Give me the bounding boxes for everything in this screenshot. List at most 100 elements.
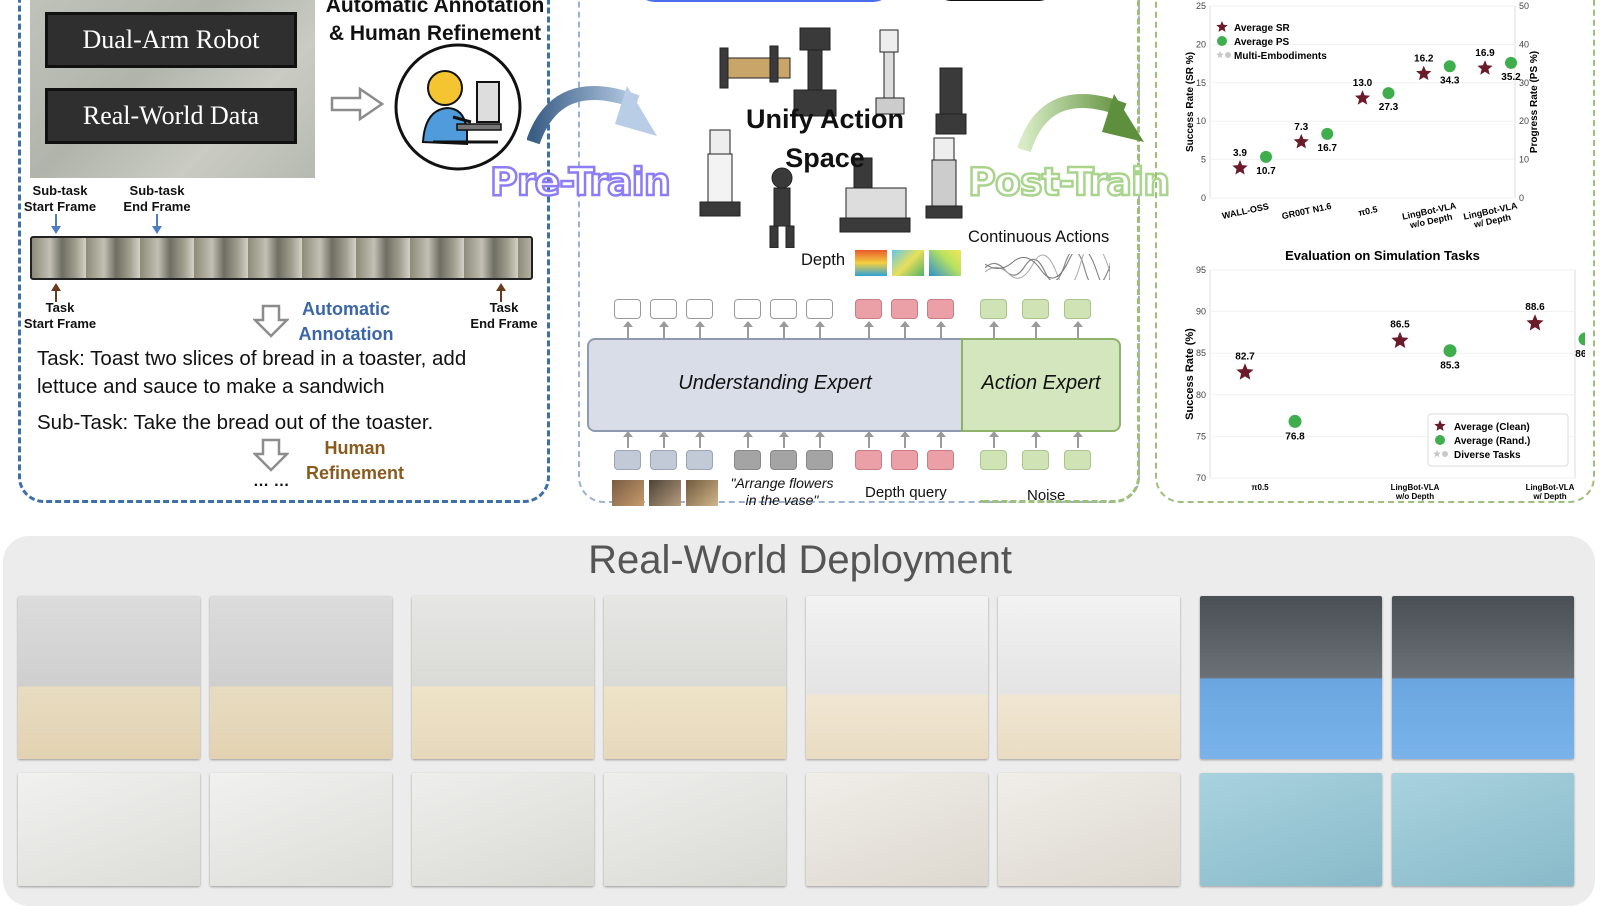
sr-star-marker	[1354, 90, 1371, 105]
deployment-photo	[1200, 596, 1382, 759]
legend-rand-marker	[1435, 435, 1445, 445]
sr-data-label: 13.0	[1353, 78, 1373, 89]
clean-star-marker	[1391, 331, 1409, 348]
ellipsis: … …	[253, 473, 290, 490]
x-tick-label: π0.5	[1357, 204, 1378, 218]
clean-data-label: 88.6	[1525, 302, 1545, 313]
logo-partial	[635, 0, 1095, 2]
y2-tick-label: 50	[1519, 1, 1529, 11]
ps-circle-marker	[1321, 127, 1334, 140]
legend-clean-label: Average (Clean)	[1454, 422, 1530, 433]
y-axis-label: Success Rate (SR %)	[1185, 52, 1196, 152]
subtask-description: Sub-Task: Take the bread out of the toas…	[37, 411, 434, 434]
legend-clean-marker	[1434, 420, 1446, 431]
right-arrow-icon	[330, 86, 385, 122]
human-annotator-icon	[394, 43, 522, 171]
depth-query-label: Depth query	[865, 484, 947, 501]
input-image-thumbnails	[612, 480, 720, 506]
deployment-photo	[1392, 596, 1574, 759]
y-tick-label: 20	[1196, 39, 1206, 49]
ps-data-label: 16.7	[1318, 143, 1338, 154]
down-arrow-icon-2	[253, 438, 289, 472]
deployment-photo	[1392, 773, 1574, 886]
x-tick-label: LingBot-VLAw/ Depth	[1462, 200, 1520, 231]
ps-data-label: 34.3	[1440, 75, 1460, 86]
clean-star-marker	[1236, 363, 1254, 380]
real-world-data-label: Real-World Data	[82, 101, 260, 130]
legend-diverse-label: Diverse Tasks	[1454, 450, 1521, 461]
annotation-title: Automatic Annotation & Human Refinement	[320, 0, 550, 48]
pretrain-curved-arrow	[527, 86, 657, 145]
deployment-photo	[1200, 773, 1382, 886]
y-tick-label: 80	[1196, 390, 1206, 400]
y-tick-label: 70	[1196, 473, 1206, 483]
y-tick-label: 5	[1201, 155, 1206, 165]
deployment-photo	[998, 596, 1180, 759]
y-tick-label: 25	[1196, 1, 1206, 11]
deployment-photo	[604, 773, 786, 886]
clean-data-label: 82.7	[1235, 351, 1255, 362]
task-line-1: Task: Toast two slices of bread in a toa…	[37, 347, 467, 370]
sr-data-label: 3.9	[1233, 148, 1247, 159]
dual-arm-robot-label: Dual-Arm Robot	[82, 25, 260, 54]
x-tick-label: π0.5	[1251, 483, 1269, 492]
deployment-photo	[412, 773, 594, 886]
legend-multi-marker	[1216, 51, 1224, 59]
posttrain-label: Post-Train	[967, 159, 1172, 206]
ps-data-label: 35.2	[1501, 72, 1521, 83]
task-end-label: Task End Frame	[470, 300, 538, 331]
clean-data-label: 86.5	[1390, 320, 1410, 331]
legend-rand-label: Average (Rand.)	[1454, 436, 1530, 447]
human-refinement-label: Human Refinement	[305, 438, 404, 483]
depth-maps	[855, 250, 965, 276]
deployment-photo	[806, 596, 988, 759]
annotation-title-line1: Automatic Annotation	[325, 0, 545, 17]
legend-diverse-marker	[1433, 450, 1441, 458]
simulation-results-chart: Evaluation on Simulation Tasks7075808590…	[1185, 248, 1585, 501]
deployment-photo	[604, 596, 786, 759]
subtask-arrows	[51, 214, 162, 234]
continuous-actions-label: Continuous Actions	[968, 228, 1110, 246]
legend-ps-marker	[1217, 36, 1227, 46]
annotation-title-line2: & Human Refinement	[328, 22, 542, 45]
ps-circle-marker	[1443, 60, 1456, 73]
understanding-expert-label: Understanding Expert	[678, 372, 872, 394]
deployment-photo	[412, 596, 594, 759]
sr-star-marker	[1477, 60, 1493, 75]
architecture-panel-green-edge	[980, 0, 1140, 503]
posttrain-curved-arrow	[1017, 94, 1144, 153]
deployment-photo	[210, 596, 392, 759]
sr-star-marker	[1232, 160, 1248, 175]
instruction-text: "Arrange flowers in the vase"	[730, 475, 834, 508]
unify-action-space-label: Unify Action Space	[746, 104, 904, 173]
results-panel	[1155, 0, 1595, 503]
y-tick-label: 10	[1196, 116, 1206, 126]
annotation-panel	[18, 0, 550, 503]
real-world-data-box: Real-World Data	[45, 88, 297, 144]
legend-multi-label: Multi-Embodiments	[1234, 51, 1327, 62]
deployment-photo	[806, 773, 988, 886]
subtask-end-label: Sub-task End Frame	[123, 183, 191, 214]
sr-data-label: 16.9	[1475, 48, 1495, 59]
rand-circle-marker	[1443, 344, 1457, 358]
ps-circle-marker	[1260, 150, 1272, 163]
depth-label: Depth	[801, 251, 846, 269]
task-description: Task: Toast two slices of bread in a toa…	[37, 345, 542, 401]
dual-arm-robot-box: Dual-Arm Robot	[45, 12, 297, 68]
deployment-title: Real-World Deployment	[588, 538, 1012, 582]
y-tick-label: 0	[1201, 193, 1206, 203]
deployment-photo	[18, 596, 200, 759]
deployment-photo	[998, 773, 1180, 886]
understanding-expert-block: Understanding Expert	[587, 338, 963, 432]
action-expert-block: Action Expert	[961, 338, 1121, 432]
x-tick-label: WALL-OSS	[1221, 201, 1270, 221]
action-expert-label: Action Expert	[981, 372, 1101, 394]
rand-circle-marker	[1288, 414, 1302, 428]
legend-sr-label: Average SR	[1234, 23, 1291, 34]
legend-ps-label: Average PS	[1234, 37, 1290, 48]
legend-sr-marker	[1216, 21, 1228, 32]
ps-data-label: 27.3	[1379, 102, 1399, 113]
task-start-label: Task Start Frame	[23, 300, 97, 331]
